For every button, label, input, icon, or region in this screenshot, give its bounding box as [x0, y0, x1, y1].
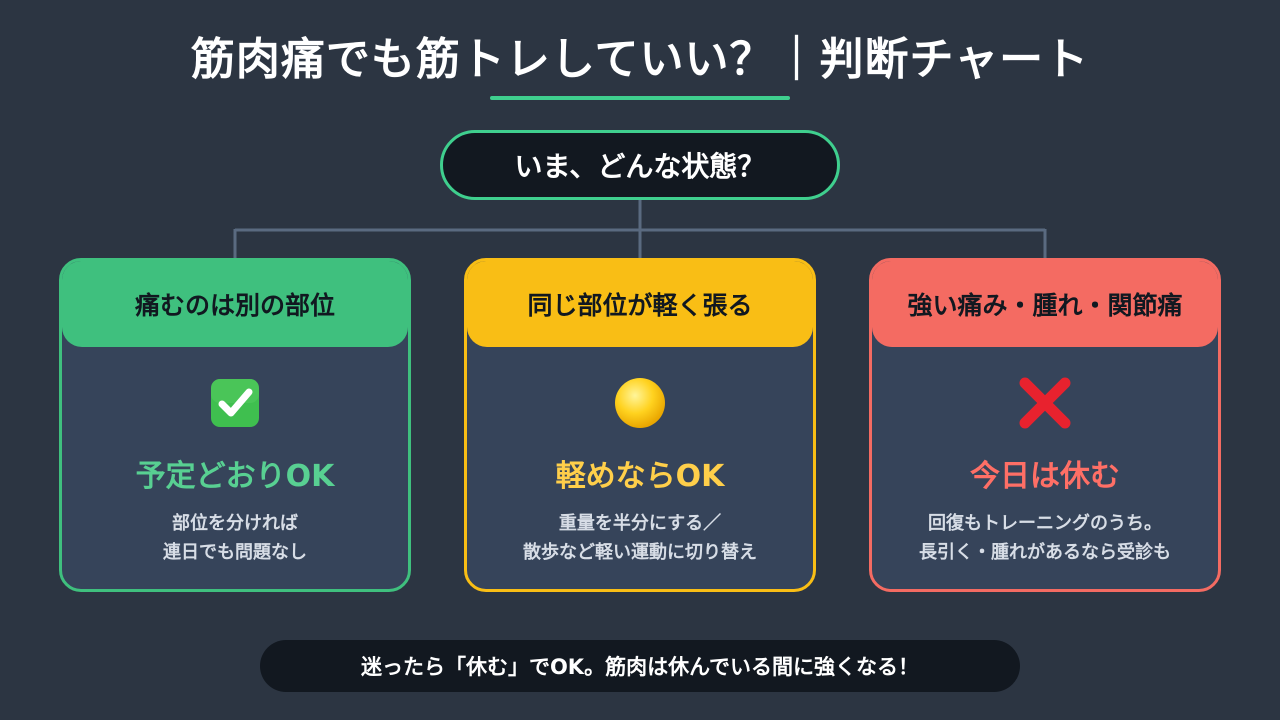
title-underline	[490, 96, 790, 100]
cross-mark-icon	[872, 375, 1218, 431]
card-description: 回復もトレーニングのうち。 長引く・腫れがあるなら受診も	[872, 509, 1218, 567]
question-node: いま、どんな状態？	[440, 130, 840, 200]
card-description-line: 部位を分ければ	[172, 513, 298, 534]
card-strong-pain: 強い痛み・腫れ・関節痛 今日は休む 回復もトレーニングのうち。 長引く・腫れがあ…	[869, 258, 1221, 592]
yellow-circle-icon	[467, 375, 813, 431]
card-description: 重量を半分にする／ 散歩など軽い運動に切り替え	[467, 509, 813, 567]
check-mark-icon	[62, 375, 408, 431]
card-description-line: 回復もトレーニングのうち。	[928, 513, 1162, 534]
card-verdict: 軽めならOK	[555, 459, 725, 494]
chart-title: 筋肉痛でも筋トレしていい？｜判断チャート	[190, 34, 1090, 85]
card-description: 部位を分ければ 連日でも問題なし	[62, 509, 408, 567]
footer-banner: 迷ったら「休む」でOK。筋肉は休んでいる間に強くなる！	[260, 640, 1020, 692]
card-description-line: 重量を半分にする／	[558, 513, 722, 534]
card-header: 同じ部位が軽く張る	[467, 261, 813, 347]
card-verdict: 予定どおりOK	[135, 459, 335, 494]
card-same-part-light: 同じ部位が軽く張る 軽めならOK 重量を半分にする／ 散歩など軽い運動に切り替え	[464, 258, 816, 592]
card-description-line: 散歩など軽い運動に切り替え	[523, 542, 757, 563]
card-header: 強い痛み・腫れ・関節痛	[872, 261, 1218, 347]
card-verdict: 今日は休む	[970, 459, 1120, 494]
card-header: 痛むのは別の部位	[62, 261, 408, 347]
card-different-part: 痛むのは別の部位 予定どおりOK 部位を分ければ 連日でも問題なし	[59, 258, 411, 592]
card-description-line: 長引く・腫れがあるなら受診も	[919, 542, 1171, 563]
card-description-line: 連日でも問題なし	[163, 542, 307, 563]
